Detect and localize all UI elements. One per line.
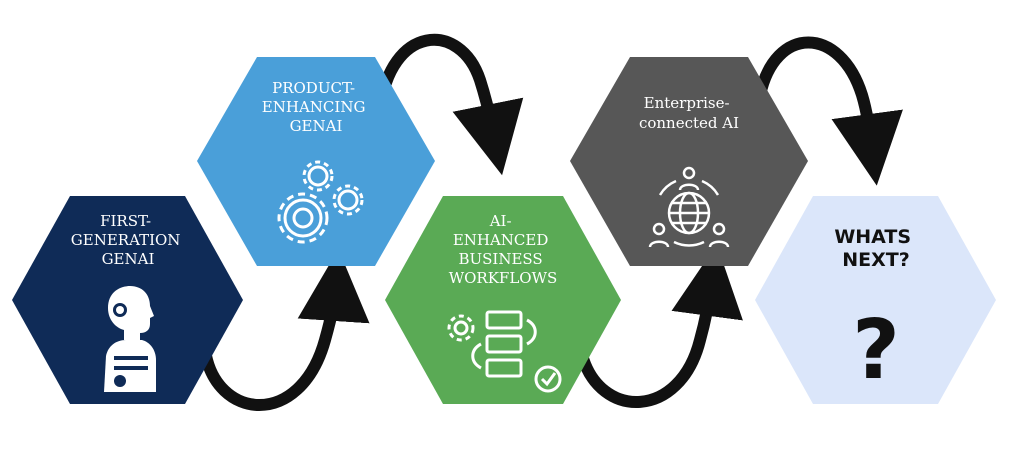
hexagon-whats-next bbox=[755, 196, 996, 404]
connector-arrow-3 bbox=[576, 244, 743, 408]
stage-title: AI- ENHANCED BUSINESS WORKFLOWS bbox=[449, 212, 558, 287]
stage-ai-enhanced-business-workflows: AI- ENHANCED BUSINESS WORKFLOWS bbox=[385, 196, 621, 404]
connector-arrow-4 bbox=[754, 36, 903, 186]
hexagon-ai-enhanced-workflows bbox=[385, 196, 621, 404]
stage-enterprise-connected-ai: Enterprise- connected AI bbox=[570, 57, 808, 266]
robot-icon bbox=[104, 286, 156, 392]
connector-arrow-2 bbox=[374, 33, 524, 176]
workflow-icon bbox=[447, 310, 562, 393]
question-mark-icon: ? bbox=[852, 303, 900, 398]
globe-network-icon bbox=[648, 166, 730, 248]
connector-arrow-1 bbox=[199, 249, 370, 411]
gears-icon bbox=[277, 160, 364, 244]
hexagon-enterprise-connected bbox=[570, 57, 808, 266]
stage-title: Enterprise- connected AI bbox=[639, 94, 739, 132]
stage-title: PRODUCT- ENHANCING GENAI bbox=[262, 79, 370, 135]
stage-whats-next: WHATS NEXT? ? bbox=[755, 196, 996, 404]
stage-title: FIRST- GENERATION GENAI bbox=[71, 212, 185, 268]
stage-title: WHATS NEXT? bbox=[834, 226, 917, 271]
stage-product-enhancing-genai: PRODUCT- ENHANCING GENAI bbox=[197, 57, 435, 266]
stage-first-generation-genai: FIRST- GENERATION GENAI bbox=[12, 196, 243, 404]
